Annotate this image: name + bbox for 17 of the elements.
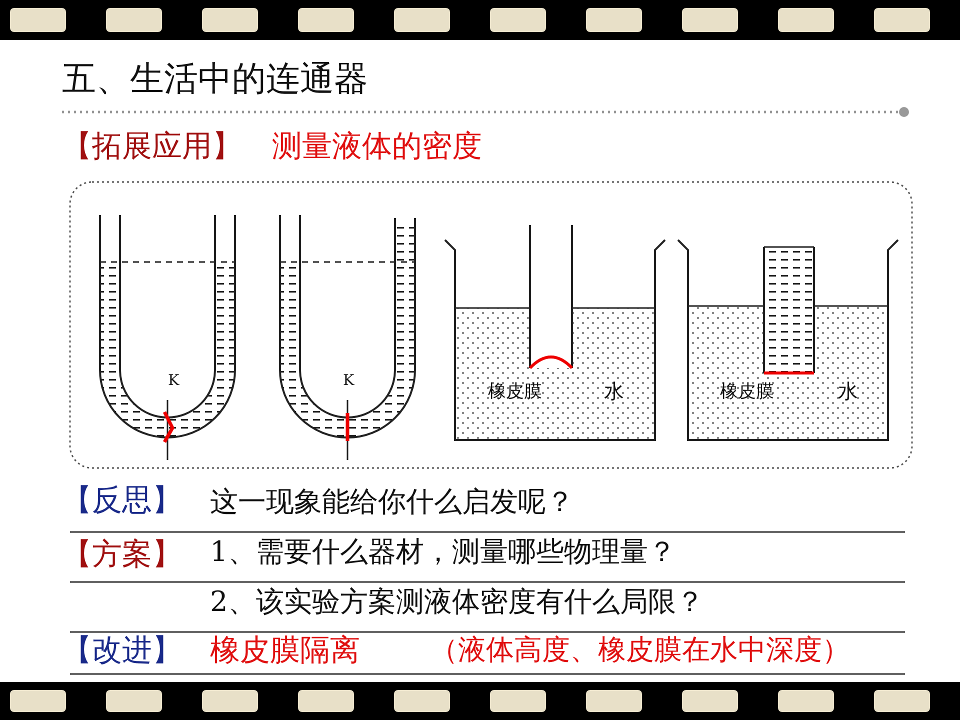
slide-title: 五、生活中的连通器	[62, 60, 368, 100]
section-heading: 【拓展应用】	[62, 130, 242, 164]
question-text: 这一现象能给你什么启发呢？	[210, 486, 574, 518]
row-heading: 【改进】	[62, 634, 182, 668]
water-label: 水	[604, 380, 624, 403]
membrane-label: 橡皮膜	[488, 382, 542, 403]
row-heading: 【反思】	[62, 484, 182, 518]
row-heading: 【方案】	[62, 538, 182, 572]
water-label: 水	[838, 380, 858, 403]
question-text: 1、需要什么器材，测量哪些物理量？	[210, 536, 676, 568]
topic-text: 测量液体的密度	[272, 130, 482, 164]
answer-note: （液体高度、橡皮膜在水中深度）	[430, 634, 850, 666]
membrane-label: 橡皮膜	[720, 382, 774, 403]
valve-label: K	[168, 372, 180, 390]
valve-label: K	[343, 372, 354, 390]
question-text: 2、该实验方案测液体密度有什么局限？	[210, 586, 704, 618]
answer-text: 橡皮膜隔离	[210, 634, 360, 668]
